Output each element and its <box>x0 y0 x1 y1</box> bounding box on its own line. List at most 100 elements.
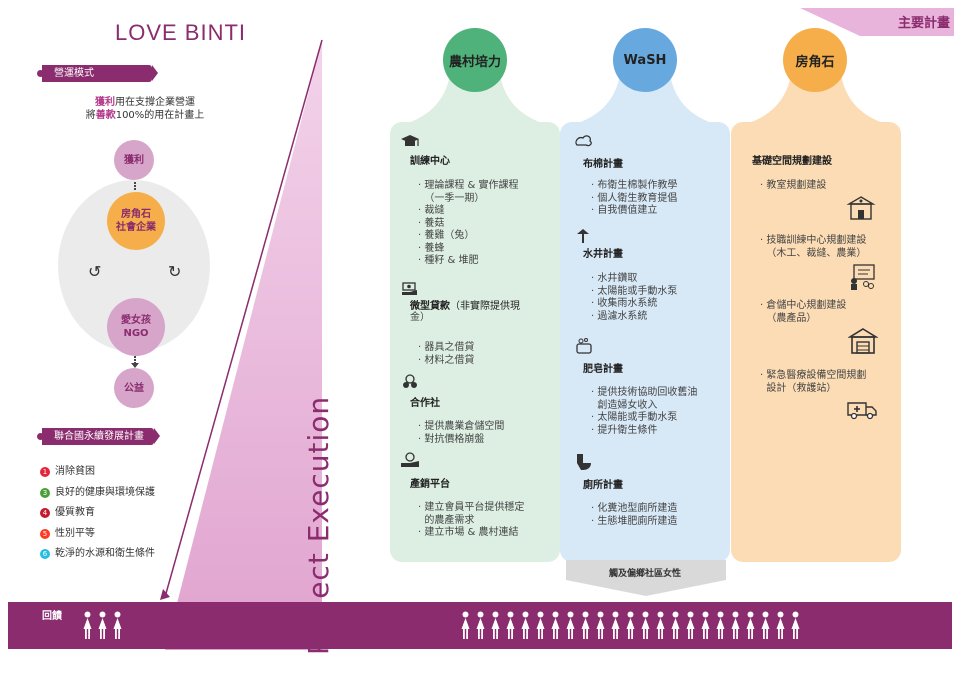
woman-figure-icon <box>716 611 725 639</box>
wash-section-items: · 布衛生棉製作教學 · 個人衛生教育提倡 · 自我價值建立 <box>591 180 678 216</box>
business-model-label: 營運模式 <box>37 65 158 82</box>
sdg-text: 優質教育 <box>55 507 95 518</box>
intro-line2-pre: 將 <box>85 110 96 121</box>
woman-figure-icon <box>746 611 755 639</box>
dotted-connector <box>134 356 136 364</box>
agri-section-items: · 器具之借貸 · 材料之借貸 <box>418 342 475 366</box>
wash-section-title: 肥皂計畫 <box>583 364 623 375</box>
sdg-label: 聯合國永續發展計畫 <box>37 428 160 445</box>
wash-section-title: 水井計畫 <box>583 249 623 260</box>
return-label: 回饋 <box>42 611 62 622</box>
circle-ngo-line1: 愛女孩 <box>121 315 151 326</box>
sdg-text: 性別平等 <box>55 527 95 539</box>
woman-figure-icon <box>596 611 605 639</box>
wedge-arrow-head <box>160 589 170 600</box>
agri-section-title: 合作社 <box>410 398 440 409</box>
intro-highlight-profit: 獲利 <box>95 97 115 108</box>
corner-section-title: 基礎空間規劃建設 <box>752 156 832 167</box>
circle-public-welfare: 公益 <box>114 368 154 408</box>
wash-section-items: · 水井鑽取 · 太陽能或手動水泵 · 收集雨水系統 · 過濾水系統 <box>591 273 678 322</box>
reach-label: 觸及偏鄉社區女性 <box>608 569 681 579</box>
agri-section-title: 微型貸款（非實際提供現 <box>410 297 520 312</box>
sdg-number-badge: 3 <box>40 487 50 498</box>
sdg-number-badge: 5 <box>40 528 50 539</box>
agri-section-title: 訓練中心 <box>410 156 450 167</box>
wedge-shape <box>165 40 322 650</box>
woman-figure-icon <box>671 611 680 639</box>
corner-section-items: · 教室規劃建設 <box>760 180 827 191</box>
wedge-arrow-line <box>164 39 323 598</box>
bullet-dot <box>37 433 44 440</box>
sdg-item: 5 性別平等 <box>40 524 155 545</box>
intro-line1: 用在支撐企業營運 <box>115 97 195 108</box>
woman-figure-icon <box>686 611 695 639</box>
wash-section-title: 布棉計畫 <box>583 159 623 170</box>
money-hand-icon <box>402 282 417 295</box>
main-plan-label: 主要計畫 <box>897 16 950 31</box>
loop-arrow-left-icon: ↺ <box>88 262 102 281</box>
arrow-down-icon <box>131 363 139 368</box>
graduation-cap-icon <box>401 135 419 146</box>
woman-figure-icon <box>461 611 470 639</box>
agri-drop-shape <box>390 75 560 128</box>
main-plan-tab <box>800 8 954 36</box>
business-model-label-text: 營運模式 <box>54 68 94 79</box>
agri-section-items: · 理論課程 & 實作課程 （一季一期） · 裁縫 · 養菇 · 養雞（兔） ·… <box>418 180 519 266</box>
cloth-pad-icon <box>575 135 592 147</box>
woman-figure-icon <box>731 611 740 639</box>
wash-head-circle: WaSH <box>613 28 677 92</box>
dotted-connector <box>134 182 136 190</box>
agri-section-title-text: 微型貸款 <box>410 301 450 312</box>
agri-section-items: · 提供農業倉儲空間 · 對抗價格崩盤 <box>418 421 505 445</box>
column-rural-empowerment <box>390 122 560 562</box>
main-plan-tab-shape <box>800 8 954 36</box>
reach-arrow <box>566 560 726 596</box>
toilet-icon <box>577 454 591 470</box>
corner-drop-shape <box>731 75 901 128</box>
woman-figure-icon <box>491 611 500 639</box>
wash-section-items: · 提供技術協助回收舊油 創造婦女收入 · 太陽能或手動水泵 · 提升衛生條件 <box>591 387 698 436</box>
bullet-dot <box>37 70 44 77</box>
wash-section-items: · 化糞池型廁所建造 · 生態堆肥廁所建造 <box>591 503 678 527</box>
school-building-icon <box>846 196 876 220</box>
woman-figure-icon <box>98 611 107 639</box>
agri-section-title-note2: 金） <box>410 312 430 323</box>
cooperative-icon <box>403 374 417 388</box>
corner-head-circle: 房角石 <box>783 28 847 92</box>
circle-social-enterprise: 房角石 社會企業 <box>107 192 165 250</box>
woman-figure-icon <box>776 611 785 639</box>
soap-icon <box>576 338 592 354</box>
woman-figure-icon <box>83 611 92 639</box>
agri-section-items: · 建立會員平台提供穩定 的農產需求 · 建立市場 & 農村連結 <box>418 502 525 538</box>
column-wash <box>560 122 730 562</box>
platform-hand-icon <box>401 452 419 467</box>
woman-figure-icon <box>521 611 530 639</box>
warehouse-icon <box>848 328 878 354</box>
column-cornerstone <box>731 122 901 562</box>
woman-figure-icon <box>551 611 560 639</box>
sdg-number-badge: 1 <box>40 467 50 478</box>
woman-figure-icon <box>566 611 575 639</box>
woman-figure-icon <box>506 611 515 639</box>
circle-ngo-line2: NGO <box>123 328 149 339</box>
sdg-text: 乾淨的水源和衛生條件 <box>55 548 155 559</box>
intro-highlight-donation: 善款 <box>95 110 116 121</box>
vocational-training-icon <box>851 264 875 290</box>
circle-ngo: 愛女孩 NGO <box>107 298 165 356</box>
agri-section-title: 產銷平台 <box>410 479 450 490</box>
woman-figure-icon <box>701 611 710 639</box>
circle-social-enterprise-line2: 社會企業 <box>116 222 156 233</box>
ambulance-icon <box>847 402 877 420</box>
bottom-bar-beneficiaries <box>318 602 952 649</box>
circle-profit: 獲利 <box>114 140 154 180</box>
loop-arrow-right-icon: ↻ <box>168 262 182 281</box>
woman-figure-icon <box>641 611 650 639</box>
woman-figure-icon <box>581 611 590 639</box>
people-row-return <box>82 611 123 641</box>
